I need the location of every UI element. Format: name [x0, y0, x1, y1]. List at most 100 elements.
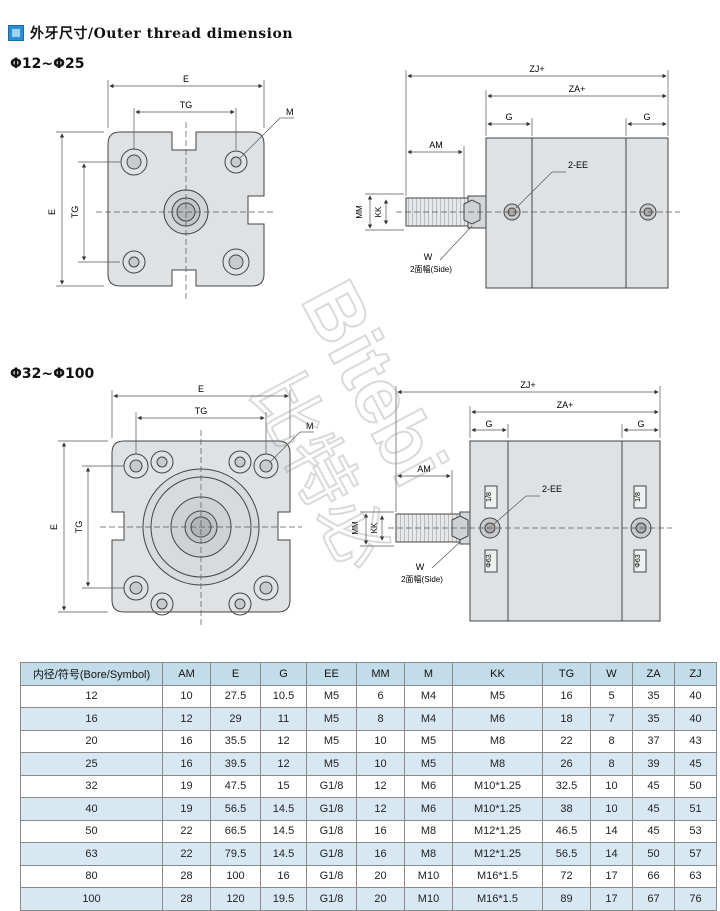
table-cell: 8	[590, 729, 633, 753]
table-header-cell: AM	[162, 662, 211, 686]
dim-M-large: M	[306, 421, 314, 431]
table-cell: 35	[632, 707, 675, 731]
table-cell: 7	[590, 707, 633, 731]
table-cell: 16	[260, 864, 307, 888]
table-cell: 40	[674, 707, 717, 731]
table-cell: G1/8	[306, 842, 357, 866]
table-cell: 16	[356, 842, 405, 866]
table-cell: 76	[674, 887, 717, 911]
table-cell: 63	[674, 864, 717, 888]
table-header-cell: G	[260, 662, 307, 686]
table-header-cell: TG	[542, 662, 591, 686]
table-cell: M5	[404, 752, 453, 776]
port-label-1: 1/8	[486, 492, 493, 502]
table-cell: 20	[356, 864, 405, 888]
table-cell: 6	[356, 684, 405, 708]
table-cell: 35.5	[210, 729, 261, 753]
table-cell: M5	[306, 729, 357, 753]
table-cell: 10	[590, 774, 633, 798]
table-cell: 8	[590, 752, 633, 776]
side-view-small-dims	[365, 70, 680, 261]
section-title: 外牙尺寸/Outer thread dimension	[30, 26, 293, 42]
table-cell: 50	[20, 819, 163, 843]
table-cell: 10	[590, 797, 633, 821]
port-label-2: 1/8	[635, 492, 642, 502]
table-cell: 45	[632, 797, 675, 821]
table-cell: 18	[542, 707, 591, 731]
table-cell: 14.5	[260, 797, 307, 821]
table-cell: 16	[542, 684, 591, 708]
table-cell: M8	[404, 819, 453, 843]
table-cell: M5	[306, 752, 357, 776]
table-cell: 38	[542, 797, 591, 821]
dim-MM-large: MM	[351, 521, 360, 535]
table-cell: 20	[356, 887, 405, 911]
dim-MM-small: MM	[355, 205, 364, 219]
table-cell: 40	[20, 797, 163, 821]
table-cell: 14.5	[260, 819, 307, 843]
dim-ZA-large: ZA+	[557, 400, 574, 410]
dim-TG-vertical-large: TG	[74, 521, 84, 534]
table-header-cell: 内径/符号(Bore/Symbol)	[20, 662, 163, 686]
table-cell: 89	[542, 887, 591, 911]
table-cell: 53	[674, 819, 717, 843]
table-cell: 17	[590, 864, 633, 888]
side-view-large-dims	[360, 386, 672, 569]
table-cell: 50	[674, 774, 717, 798]
table-cell: 22	[162, 819, 211, 843]
table-cell: 32.5	[542, 774, 591, 798]
table-cell: 8	[356, 707, 405, 731]
table-cell: M5	[306, 707, 357, 731]
table-cell: 63	[20, 842, 163, 866]
table-cell: 45	[674, 752, 717, 776]
table-cell: 32	[20, 774, 163, 798]
dim-TG-vertical-small: TG	[70, 206, 80, 219]
table-cell: 39.5	[210, 752, 261, 776]
table-cell: M8	[452, 752, 543, 776]
table-cell: 14	[590, 819, 633, 843]
table-cell: M10*1.25	[452, 797, 543, 821]
table-cell: 14.5	[260, 842, 307, 866]
bore-label-2: Φ63	[635, 554, 642, 567]
table-cell: 79.5	[210, 842, 261, 866]
table-cell: 5	[590, 684, 633, 708]
table-cell: 17	[590, 887, 633, 911]
dim-ZJ-large: ZJ+	[520, 380, 535, 390]
table-cell: 51	[674, 797, 717, 821]
bore-label-1: Φ63	[486, 554, 493, 567]
table-header-cell: EE	[306, 662, 357, 686]
table-cell: M4	[404, 684, 453, 708]
table-cell: M10	[404, 864, 453, 888]
table-cell: 10	[356, 729, 405, 753]
table-cell: 45	[632, 819, 675, 843]
table-cell: 29	[210, 707, 261, 731]
table-cell: M6	[404, 774, 453, 798]
dim-TG-large: TG	[195, 406, 208, 416]
dim-W-small: W	[424, 252, 433, 262]
table-cell: 19.5	[260, 887, 307, 911]
table-cell: M8	[452, 729, 543, 753]
table-cell: 22	[542, 729, 591, 753]
table-header-cell: KK	[452, 662, 543, 686]
dim-W-large: W	[416, 562, 425, 572]
bore-range-label-small: Φ12~Φ25	[10, 56, 85, 72]
dim-AM-large: AM	[417, 464, 431, 474]
table-cell: 39	[632, 752, 675, 776]
table-header-cell: M	[404, 662, 453, 686]
table-cell: 56.5	[542, 842, 591, 866]
table-cell: 12	[356, 774, 405, 798]
dim-M-small: M	[286, 107, 294, 117]
table-cell: 120	[210, 887, 261, 911]
table-cell: 26	[542, 752, 591, 776]
technical-drawing: E TG E TG M ZJ+ ZA+ G G AM 2-EE MM KK W …	[47, 64, 680, 628]
table-cell: 40	[674, 684, 717, 708]
dim-KK-large: KK	[370, 522, 379, 533]
table-cell: 12	[162, 707, 211, 731]
